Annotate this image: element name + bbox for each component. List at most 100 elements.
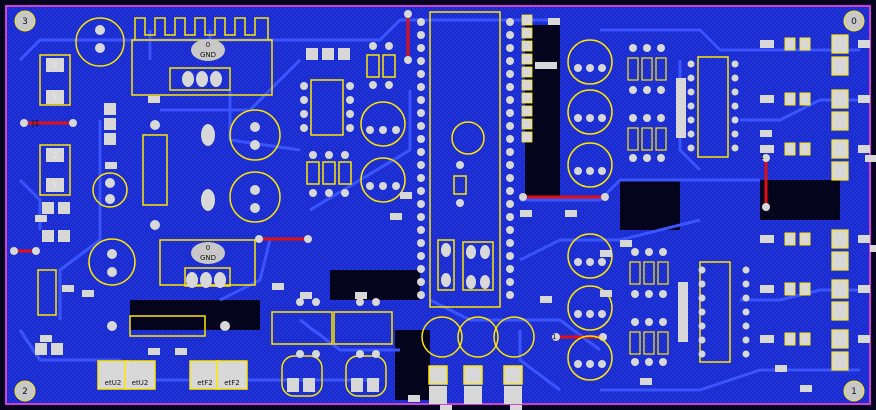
- resistors-center: [306, 54, 467, 195]
- array-pad: [657, 44, 665, 52]
- smd-pad: [760, 285, 774, 293]
- connector-pad: [799, 232, 811, 246]
- jumper-label-right-a: 1: [760, 153, 764, 161]
- pad-label-1: etU2: [105, 379, 122, 387]
- smd-pad: [545, 62, 557, 69]
- bottom-smd-pads: [97, 360, 248, 390]
- mcu-pin: [417, 83, 425, 91]
- ic-pin: [698, 294, 706, 302]
- header-pin: [521, 118, 533, 130]
- connector-pad: [799, 282, 811, 296]
- ic-small-left-pins: [300, 82, 354, 132]
- connector-pad: [784, 232, 796, 246]
- connector-pin: [831, 139, 849, 159]
- transistors-center: [360, 101, 485, 203]
- board-outline: [5, 5, 871, 405]
- mcu-pin: [417, 187, 425, 195]
- smd-pad: [775, 365, 787, 372]
- connector-pad: [784, 332, 796, 346]
- ic-pin: [698, 280, 706, 288]
- connector-pin: [831, 229, 849, 249]
- smd-pad: [600, 250, 612, 257]
- regulator-bottom-tab: [191, 242, 225, 264]
- mcu-pin: [506, 83, 514, 91]
- smd-pad: [858, 235, 870, 243]
- connector-pin: [831, 251, 849, 271]
- array-resistor: [641, 57, 653, 81]
- smd-pad: [105, 162, 117, 169]
- ic-pin: [687, 60, 695, 68]
- array-pad: [659, 358, 667, 366]
- array-pad: [643, 86, 651, 94]
- array-pad: [643, 154, 651, 162]
- ic-pin: [731, 60, 739, 68]
- misc-left-pads: [35, 103, 230, 355]
- array-resistor: [655, 57, 667, 81]
- array-pad: [657, 86, 665, 94]
- array-pad: [645, 358, 653, 366]
- mcu-pin: [506, 70, 514, 78]
- array-pad: [631, 318, 639, 326]
- mount-hole-bottom-left: [14, 380, 36, 402]
- connector-pad: [784, 142, 796, 156]
- mcu-pin: [506, 213, 514, 221]
- microcontroller-pins: [417, 18, 514, 299]
- smd-pad: [390, 213, 402, 220]
- battery-pads: [46, 58, 64, 192]
- pad-label-3: etF2: [197, 379, 213, 387]
- ic-pin: [687, 144, 695, 152]
- array-resistor: [643, 331, 655, 355]
- ic-pin: [698, 308, 706, 316]
- mcu-pin: [417, 96, 425, 104]
- mount-hole-bottom-right: [843, 380, 865, 402]
- mount-hole-top-left: [14, 10, 36, 32]
- diode-body: [142, 134, 168, 206]
- mcu-pin: [417, 265, 425, 273]
- connector-pin: [831, 279, 849, 299]
- connector-pin: [831, 301, 849, 321]
- mcu-pin: [506, 187, 514, 195]
- smd-pads: [35, 18, 876, 410]
- smd-pad: [760, 130, 772, 137]
- array-resistor: [657, 261, 669, 285]
- bat1-label-b: 1: [52, 93, 57, 102]
- smd-pad: [565, 210, 577, 217]
- ic-pin: [742, 280, 750, 288]
- crystal-left: [437, 239, 455, 291]
- mcu-pin: [417, 70, 425, 78]
- array-pad: [631, 248, 639, 256]
- array-resistor: [629, 331, 641, 355]
- jumpers: [14, 14, 768, 339]
- array-resistor: [657, 331, 669, 355]
- pad-label-4: etF2: [224, 379, 240, 387]
- smd-pad: [175, 348, 187, 355]
- mcu-pin: [506, 161, 514, 169]
- mcu-pin: [417, 161, 425, 169]
- array-resistor: [627, 127, 639, 151]
- header-pin: [521, 79, 533, 91]
- connector-pad: [799, 142, 811, 156]
- array-pad: [631, 358, 639, 366]
- ic-pin: [742, 322, 750, 330]
- array-pad: [629, 44, 637, 52]
- smd-pad: [620, 240, 632, 247]
- mcu-pin: [506, 57, 514, 65]
- smd-pad: [858, 40, 870, 48]
- corner-label-bottom-left: 2: [22, 387, 28, 397]
- smd-pad: [272, 283, 284, 290]
- smd-pad: [760, 145, 774, 153]
- bottom-center-pads: [428, 365, 523, 404]
- array-pad-strip: [678, 282, 688, 342]
- mcu-pin: [417, 174, 425, 182]
- header-pin: [521, 14, 533, 26]
- ic-pin: [731, 74, 739, 82]
- smd-pad: [858, 95, 870, 103]
- mcu-pin: [417, 200, 425, 208]
- mcu-pin: [506, 122, 514, 130]
- mcu-pin: [417, 109, 425, 117]
- array-resistor: [627, 57, 639, 81]
- ic-pin: [698, 336, 706, 344]
- regulator-bottom-value: 0: [206, 244, 210, 252]
- mcu-pin: [417, 122, 425, 130]
- ic-pin: [687, 116, 695, 124]
